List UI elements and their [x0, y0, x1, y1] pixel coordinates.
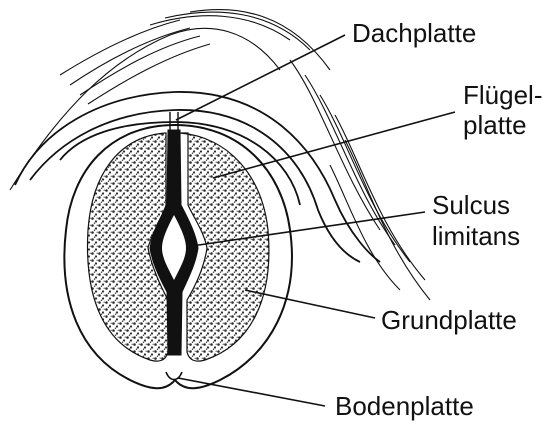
- roof-plate-mark: [169, 112, 179, 130]
- leader-grundplatte: [244, 289, 376, 319]
- leader-bodenplatte: [177, 377, 326, 407]
- label-bodenplatte: Bodenplatte: [335, 391, 474, 421]
- leader-lines: [175, 34, 456, 407]
- label-grundplatte: Grundplatte: [381, 305, 517, 335]
- leader-dachplatte: [175, 34, 346, 121]
- label-fluegelplatte-line2: platte: [463, 110, 527, 140]
- leader-fluegelplatte: [212, 111, 456, 179]
- floor-plate-notch: [165, 371, 183, 381]
- canal-lumen: [162, 215, 186, 280]
- surface-hatching: [9, 9, 431, 301]
- mantle-layer-left: [86, 132, 169, 362]
- label-sulcus-line1: Sulcus: [432, 190, 510, 220]
- label-sulcus-line2: limitans: [432, 221, 520, 251]
- mantle-layer-right: [179, 132, 270, 362]
- label-fluegelplatte-line1: Flügel-: [463, 80, 542, 110]
- label-dachplatte: Dachplatte: [352, 18, 476, 48]
- outer-layers: [14, 91, 381, 263]
- leader-sulcus-limitans: [191, 211, 426, 247]
